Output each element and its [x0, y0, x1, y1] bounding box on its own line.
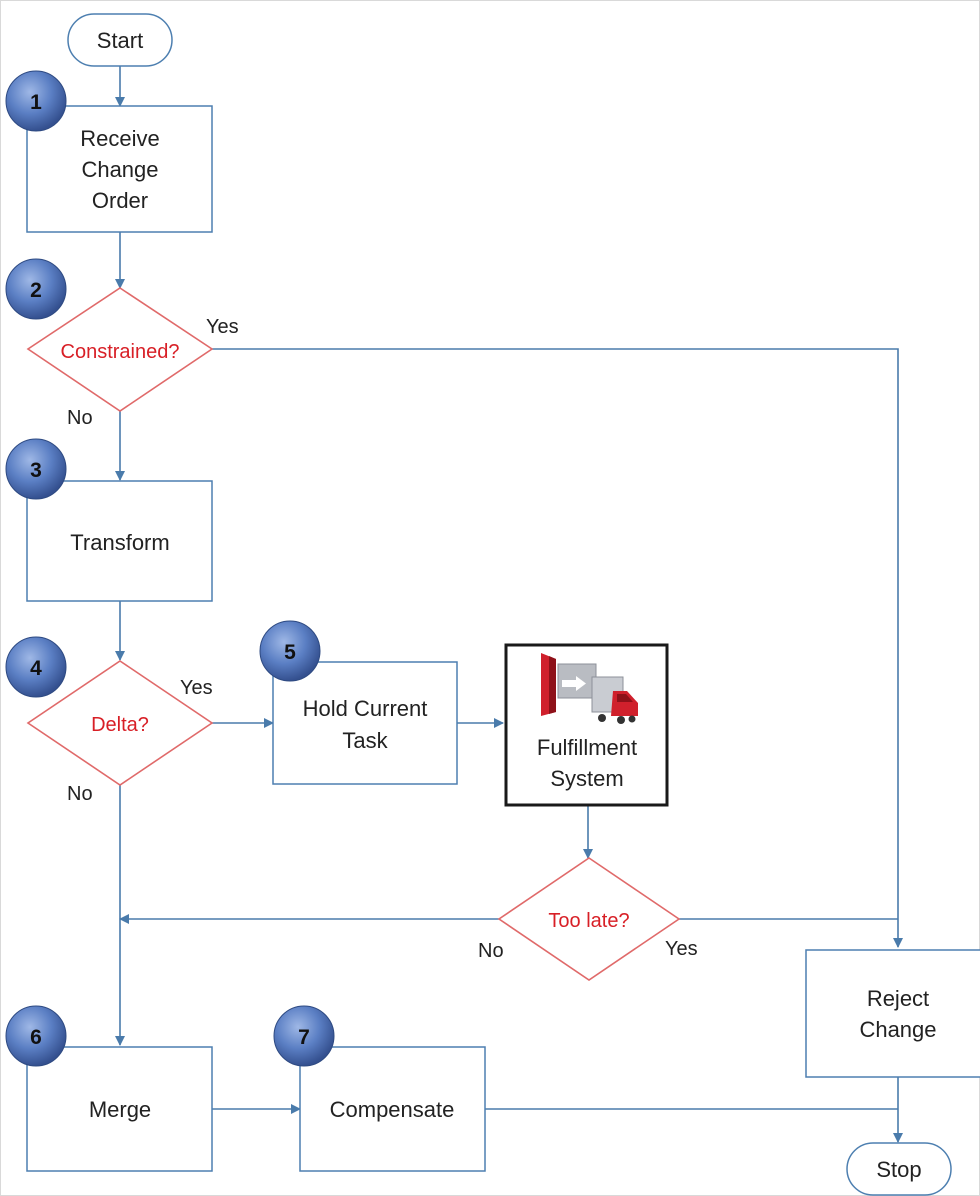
hold-label-line-1: Hold Current	[303, 696, 428, 721]
start-terminal: Start	[67, 13, 173, 67]
delta-decision: Delta?	[26, 660, 214, 786]
merge-box: Merge	[26, 1046, 213, 1172]
step-badge-6-label: 6	[30, 1026, 42, 1049]
step-badge-1: 1	[5, 70, 67, 132]
too-late-label: Too late?	[548, 910, 629, 932]
step-badge-1-label: 1	[30, 91, 42, 114]
hold-label-line-2: Task	[342, 728, 388, 753]
transform-label: Transform	[70, 530, 169, 555]
start-label: Start	[97, 28, 143, 53]
constrained-yes-label: Yes	[206, 316, 239, 338]
constrained-label: Constrained?	[61, 341, 180, 363]
reject-label-line-2: Change	[859, 1017, 936, 1042]
reject-label-line-1: Reject	[867, 986, 929, 1011]
step-badge-6: 6	[5, 1005, 67, 1067]
step-badge-4-label: 4	[30, 657, 42, 680]
step-badge-4: 4	[5, 636, 67, 698]
step-badge-3-label: 3	[30, 459, 42, 482]
constrained-no-label: No	[67, 407, 93, 429]
transform-box: Transform	[26, 480, 213, 602]
receive-label-line-1: Receive	[80, 126, 159, 151]
stop-label: Stop	[876, 1157, 921, 1182]
receive-label-line-3: Order	[92, 188, 148, 213]
too-late-decision: Too late?	[497, 857, 681, 981]
truck-icon	[541, 653, 638, 724]
step-badge-3: 3	[5, 438, 67, 500]
too-late-no-label: No	[478, 940, 504, 962]
compensate-label: Compensate	[330, 1097, 455, 1122]
step-badge-2: 2	[5, 258, 67, 320]
compensate-box: Compensate	[299, 1046, 486, 1172]
merge-label: Merge	[89, 1097, 151, 1122]
step-badge-5-label: 5	[284, 641, 296, 664]
receive-label-line-2: Change	[81, 157, 158, 182]
fulfillment-system-box: Fulfillment System	[504, 643, 669, 807]
edge-constrained-yes-to-reject	[212, 348, 903, 948]
connectors	[115, 66, 903, 1143]
too-late-yes-label: Yes	[665, 938, 698, 960]
delta-label: Delta?	[91, 714, 149, 736]
step-badge-7-label: 7	[298, 1026, 310, 1049]
delta-no-label: No	[67, 783, 93, 805]
delta-yes-label: Yes	[180, 677, 213, 699]
reject-change-box: Reject Change	[805, 949, 980, 1078]
hold-current-task-box: Hold Current Task	[272, 661, 458, 785]
step-badge-7: 7	[273, 1005, 335, 1067]
step-badge-5: 5	[259, 620, 321, 682]
stop-terminal: Stop	[846, 1142, 952, 1196]
step-badge-2-label: 2	[30, 279, 42, 302]
fulfillment-label-line-1: Fulfillment	[537, 735, 637, 760]
constrained-decision: Constrained?	[26, 287, 214, 412]
fulfillment-label-line-2: System	[550, 766, 623, 791]
receive-change-order-box: Receive Change Order	[26, 105, 213, 233]
